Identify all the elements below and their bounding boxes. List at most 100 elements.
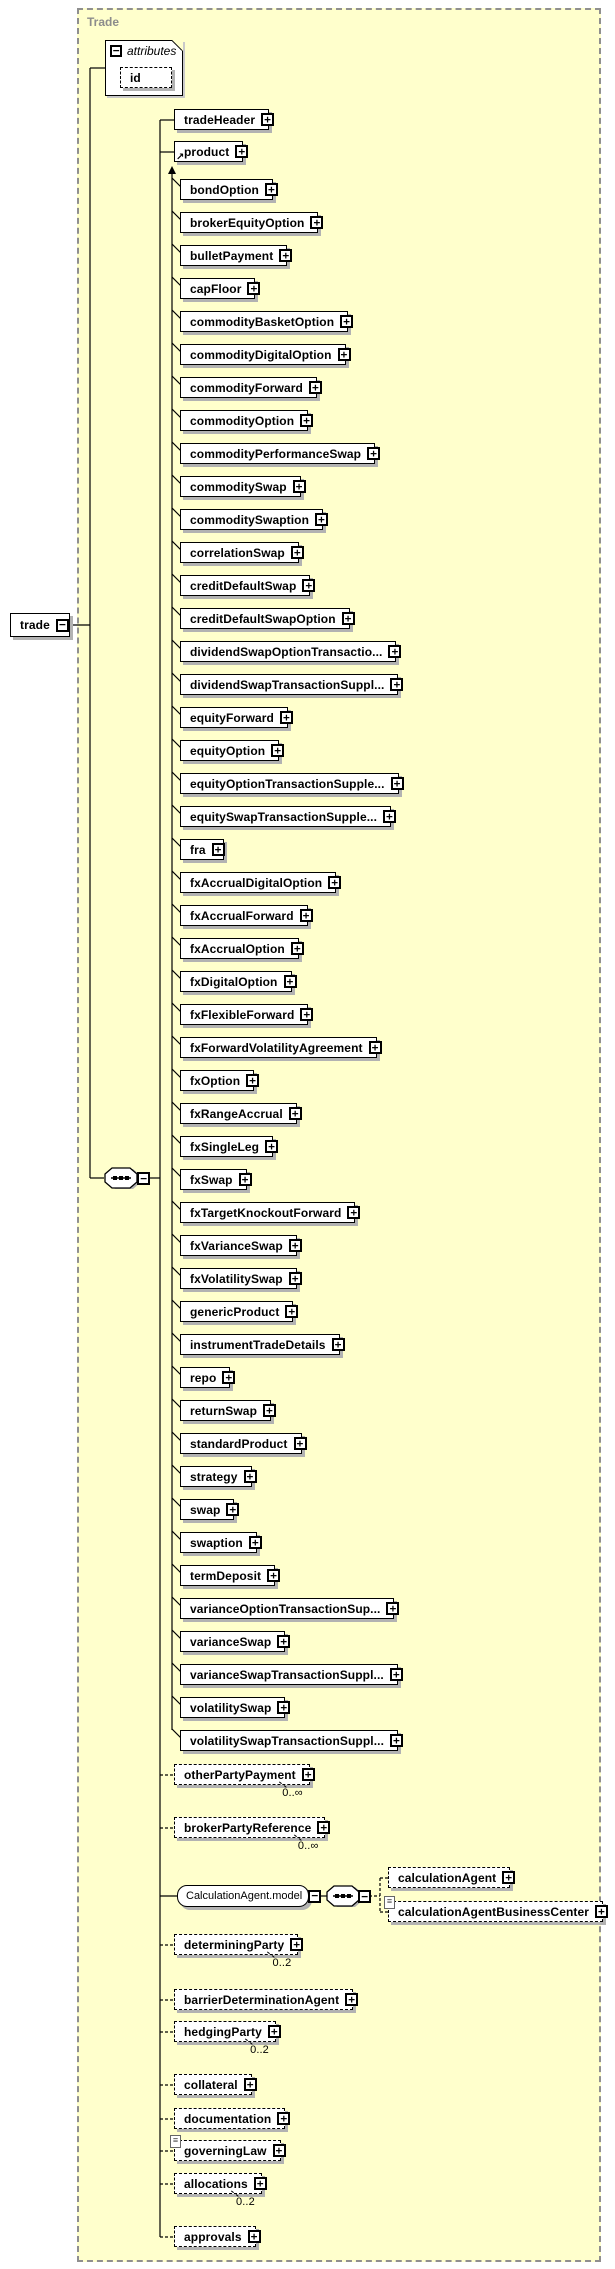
- expand-icon[interactable]: [243, 2078, 257, 2091]
- element-box-fxFlexibleForward[interactable]: fxFlexibleForward: [180, 1004, 314, 1025]
- expand-icon[interactable]: [308, 381, 322, 394]
- expand-icon[interactable]: [292, 480, 306, 493]
- expand-icon[interactable]: [315, 513, 329, 526]
- expand-icon[interactable]: [290, 942, 304, 955]
- element-box-fxSwap[interactable]: fxSwap: [180, 1169, 252, 1190]
- element-box-bondOption[interactable]: bondOption: [180, 179, 278, 200]
- element-box-repo[interactable]: repo: [180, 1367, 236, 1388]
- element-box-fxVarianceSwap[interactable]: fxVarianceSwap: [180, 1235, 302, 1256]
- expand-icon[interactable]: [299, 909, 313, 922]
- collapse-icon[interactable]: [308, 1889, 322, 1903]
- element-box-commodityForward[interactable]: commodityForward: [180, 377, 322, 398]
- expand-icon[interactable]: [243, 1470, 257, 1483]
- expand-icon[interactable]: [288, 1107, 302, 1120]
- element-box-commodityPerformanceSwap[interactable]: commodityPerformanceSwap: [180, 443, 381, 464]
- expand-icon[interactable]: [265, 1140, 279, 1153]
- element-box-determiningParty[interactable]: determiningParty0..2: [174, 1934, 304, 1969]
- expand-icon[interactable]: [279, 711, 293, 724]
- element-box-fxRangeAccrual[interactable]: fxRangeAccrual: [180, 1103, 302, 1124]
- expand-icon[interactable]: [389, 1668, 403, 1681]
- expand-icon[interactable]: [235, 145, 249, 158]
- element-box-swap[interactable]: swap: [180, 1499, 240, 1520]
- element-box-standardProduct[interactable]: standardProduct: [180, 1433, 307, 1454]
- expand-icon[interactable]: [267, 1569, 281, 1582]
- expand-icon[interactable]: [383, 810, 397, 823]
- root-element-trade[interactable]: trade: [10, 613, 70, 637]
- element-box-calculationAgent[interactable]: calculationAgent: [388, 1867, 516, 1888]
- attribute-id-box[interactable]: id: [120, 67, 172, 88]
- expand-icon[interactable]: [222, 1371, 236, 1384]
- element-box-equitySwapTransactionSupple...[interactable]: equitySwapTransactionSupple...: [180, 806, 397, 827]
- sequence-compositor-icon[interactable]: [324, 1883, 364, 1910]
- element-box-allocations[interactable]: allocations0..2: [174, 2173, 267, 2208]
- expand-icon[interactable]: [302, 579, 316, 592]
- element-box-strategy[interactable]: strategy: [180, 1466, 257, 1487]
- element-box-genericProduct[interactable]: genericProduct: [180, 1301, 299, 1322]
- expand-icon[interactable]: [283, 975, 297, 988]
- element-box-approvals[interactable]: approvals: [174, 2226, 261, 2247]
- element-box-bulletPayment[interactable]: bulletPayment: [180, 245, 293, 266]
- element-box-volatilitySwapTransactionSuppl...[interactable]: volatilitySwapTransactionSuppl...: [180, 1730, 404, 1751]
- element-box-collateral[interactable]: collateral: [174, 2074, 257, 2095]
- expand-icon[interactable]: [288, 1272, 302, 1285]
- element-box-varianceSwapTransactionSuppl...[interactable]: varianceSwapTransactionSuppl...: [180, 1664, 403, 1685]
- element-box-commoditySwap[interactable]: commoditySwap: [180, 476, 306, 497]
- element-box-instrumentTradeDetails[interactable]: instrumentTradeDetails: [180, 1334, 345, 1355]
- expand-icon[interactable]: [331, 1338, 345, 1351]
- expand-icon[interactable]: [285, 1305, 299, 1318]
- element-box-brokerEquityOption[interactable]: brokerEquityOption: [180, 212, 324, 233]
- element-box-calculationAgentBusinessCenter[interactable]: calculationAgentBusinessCenter: [384, 1896, 609, 1922]
- element-box-fxSingleLeg[interactable]: fxSingleLeg: [180, 1136, 279, 1157]
- expand-icon[interactable]: [328, 876, 342, 889]
- expand-icon[interactable]: [337, 348, 351, 361]
- element-box-commoditySwaption[interactable]: commoditySwaption: [180, 509, 329, 530]
- expand-icon[interactable]: [317, 1821, 331, 1834]
- expand-icon[interactable]: [211, 843, 225, 856]
- element-box-commodityDigitalOption[interactable]: commodityDigitalOption: [180, 344, 351, 365]
- expand-icon[interactable]: [263, 1404, 277, 1417]
- expand-icon[interactable]: [279, 249, 293, 262]
- element-box-otherPartyPayment[interactable]: otherPartyPayment0..∞: [174, 1764, 315, 1799]
- element-box-volatilitySwap[interactable]: volatilitySwap: [180, 1697, 291, 1718]
- expand-icon[interactable]: [293, 1437, 307, 1450]
- element-box-swaption[interactable]: swaption: [180, 1532, 262, 1553]
- element-box-dividendSwapTransactionSuppl...[interactable]: dividendSwapTransactionSuppl...: [180, 674, 404, 695]
- element-box-product[interactable]: product↗: [174, 141, 249, 163]
- expand-icon[interactable]: [226, 1503, 240, 1516]
- element-box-fxTargetKnockoutForward[interactable]: fxTargetKnockoutForward: [180, 1202, 361, 1223]
- model-group-CalculationAgent.model[interactable]: CalculationAgent.model: [177, 1885, 322, 1907]
- element-box-capFloor[interactable]: capFloor: [180, 278, 261, 299]
- expand-icon[interactable]: [253, 2177, 267, 2190]
- element-box-fxDigitalOption[interactable]: fxDigitalOption: [180, 971, 297, 992]
- expand-icon[interactable]: [345, 1993, 359, 2006]
- element-box-fxAccrualForward[interactable]: fxAccrualForward: [180, 905, 313, 926]
- element-box-termDeposit[interactable]: termDeposit: [180, 1565, 281, 1586]
- expand-icon[interactable]: [246, 1074, 260, 1087]
- element-box-barrierDeterminationAgent[interactable]: barrierDeterminationAgent: [174, 1989, 359, 2010]
- expand-icon[interactable]: [300, 1008, 314, 1021]
- expand-icon[interactable]: [271, 744, 285, 757]
- expand-icon[interactable]: [340, 315, 354, 328]
- expand-icon[interactable]: [272, 2144, 286, 2157]
- expand-icon[interactable]: [341, 612, 355, 625]
- expand-icon[interactable]: [277, 1635, 291, 1648]
- element-box-commodityBasketOption[interactable]: commodityBasketOption: [180, 311, 354, 332]
- element-box-fra[interactable]: fra: [180, 839, 225, 860]
- expand-icon[interactable]: [390, 1734, 404, 1747]
- expand-icon[interactable]: [368, 1041, 382, 1054]
- expand-icon[interactable]: [301, 1768, 315, 1781]
- expand-icon[interactable]: [300, 414, 314, 427]
- expand-icon[interactable]: [247, 282, 261, 295]
- element-box-tradeHeader[interactable]: tradeHeader: [174, 109, 275, 130]
- expand-icon[interactable]: [386, 1602, 400, 1615]
- expand-icon[interactable]: [388, 645, 402, 658]
- element-box-equityOption[interactable]: equityOption: [180, 740, 285, 761]
- expand-icon[interactable]: [290, 546, 304, 559]
- collapse-icon[interactable]: [358, 1890, 371, 1903]
- element-box-fxAccrualOption[interactable]: fxAccrualOption: [180, 938, 304, 959]
- element-box-brokerPartyReference[interactable]: brokerPartyReference0..∞: [174, 1817, 331, 1852]
- expand-icon[interactable]: [347, 1206, 361, 1219]
- element-box-governingLaw[interactable]: governingLaw: [170, 2135, 286, 2161]
- expand-icon[interactable]: [595, 1905, 609, 1918]
- collapse-icon[interactable]: [137, 1172, 150, 1185]
